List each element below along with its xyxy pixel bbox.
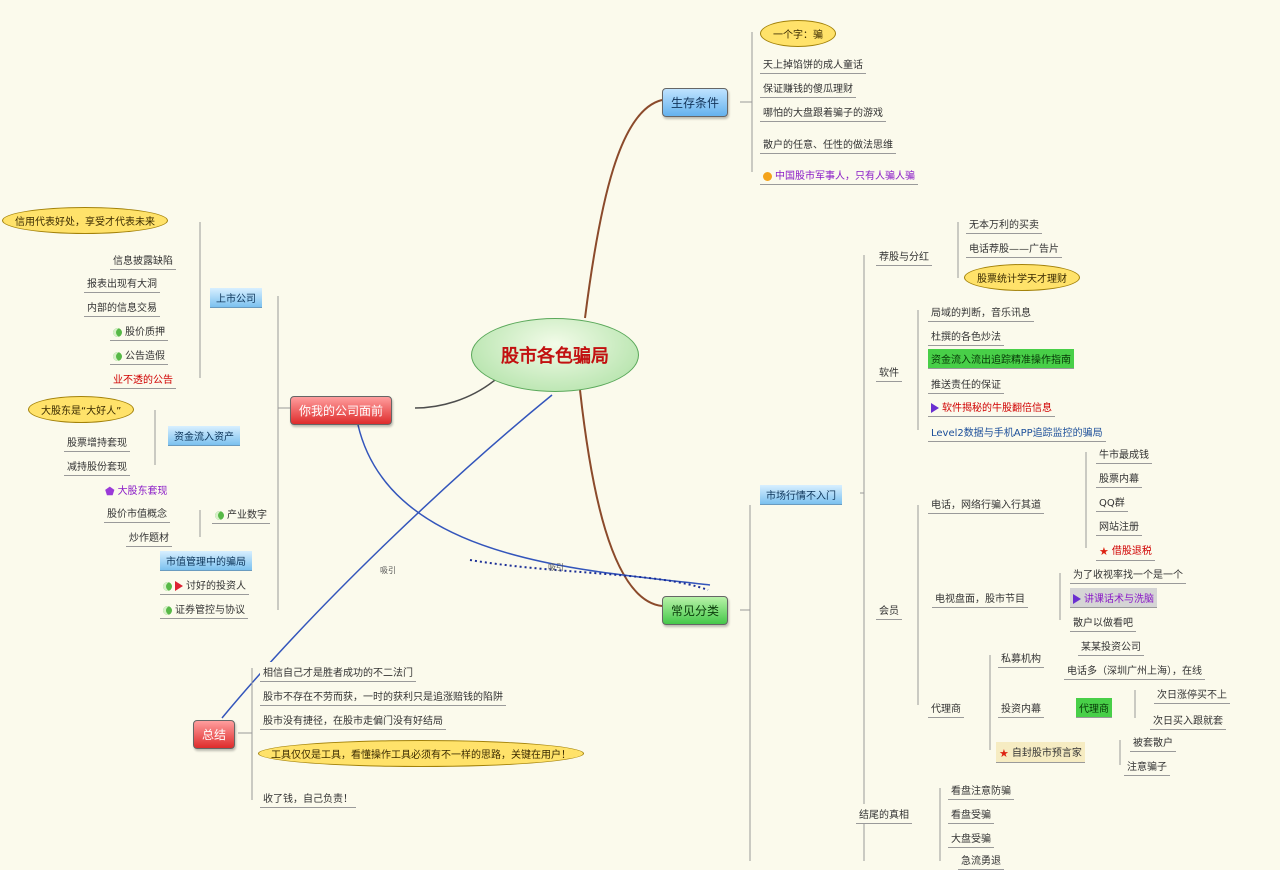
survival-item-label: 中国股市军事人，只有人骗人骗 <box>775 171 915 182</box>
listed-item-label: 证券管控与协议 <box>175 605 245 616</box>
group-label[interactable]: 荐股与分红 <box>876 246 932 266</box>
moon-icon <box>113 327 122 337</box>
group-label[interactable]: 电话，网络行骗入行其道 <box>928 494 1044 514</box>
moon-icon <box>113 351 122 361</box>
group-item[interactable]: 网站注册 <box>1096 516 1142 536</box>
group-item-highlight[interactable]: 代理商 <box>1076 698 1112 718</box>
survival-item[interactable]: 保证赚钱的傻瓜理财 <box>760 78 856 98</box>
moon-icon <box>215 510 224 520</box>
star-icon: ★ <box>1099 544 1109 558</box>
flag-icon <box>931 403 939 413</box>
survival-item-highlight[interactable]: 中国股市军事人，只有人骗人骗 <box>760 165 918 185</box>
listed-item-icon[interactable]: ⬟大股东套现 <box>102 480 171 500</box>
listed-item[interactable]: 股价市值概念 <box>104 503 170 523</box>
group-item[interactable]: 次日买入跟就套 <box>1150 710 1226 730</box>
listed-subtopic-icon[interactable]: 产业数字 <box>212 504 270 524</box>
group-item-flagged[interactable]: 讲课话术与洗脑 <box>1070 588 1157 608</box>
listed-item[interactable]: 减持股份套现 <box>64 456 130 476</box>
branch-common-classification[interactable]: 常见分类 <box>662 596 729 625</box>
listed-item[interactable]: 炒作题材 <box>126 527 172 547</box>
group-item[interactable]: 电话荐股——广告片 <box>966 238 1062 258</box>
connector-label: 吸引 <box>380 566 396 575</box>
listed-subtopic[interactable]: 资金流入资产 <box>168 426 240 446</box>
listed-subtopic[interactable]: 上市公司 <box>210 288 262 308</box>
listed-item[interactable]: 信息披露缺陷 <box>110 250 176 270</box>
group-item[interactable]: 无本万利的买卖 <box>966 214 1042 234</box>
listed-item-label: 讨好的投资人 <box>186 581 246 592</box>
group-item-label: 软件揭秘的牛股翻倍信息 <box>942 403 1052 414</box>
group-label[interactable]: 软件 <box>876 362 902 382</box>
flag-icon <box>175 581 183 591</box>
group-item[interactable]: QQ群 <box>1096 492 1128 512</box>
group-item[interactable]: 电话多（深圳广州上海），在线 <box>1064 660 1205 680</box>
moon-icon <box>163 605 172 615</box>
group-item-starred[interactable]: ★自封股市预言家 <box>996 742 1085 763</box>
branch-listed-company[interactable]: 你我的公司面前 <box>290 396 393 425</box>
group-sub[interactable]: 电视盘面，股市节目 <box>932 588 1028 608</box>
listed-item-icon[interactable]: 公告造假 <box>110 345 168 365</box>
connector-label: 吸引 <box>548 563 564 572</box>
listed-oval[interactable]: 信用代表好处，享受才代表未来 <box>2 207 168 234</box>
group-oval[interactable]: 股票统计学天才理财 <box>964 264 1080 291</box>
group-item[interactable]: 局域的判断，音乐讯息 <box>928 302 1034 322</box>
listed-item-icon[interactable]: 股价质押 <box>110 321 168 341</box>
listed-item-label: 股价质押 <box>125 327 165 338</box>
group-label[interactable]: 结尾的真相 <box>856 804 912 824</box>
group-item-label: 讲课话术与洗脑 <box>1084 594 1154 605</box>
listed-item-icon[interactable]: 证券管控与协议 <box>160 599 248 619</box>
group-item[interactable]: 杜撰的各色炒法 <box>928 326 1004 346</box>
listed-item-label: 产业数字 <box>227 510 267 521</box>
group-item[interactable]: 私募机构 <box>998 648 1044 668</box>
group-item-label: 自封股市预言家 <box>1011 748 1082 759</box>
market-subtopic[interactable]: 市场行情不入门 <box>760 485 842 505</box>
summary-item[interactable]: 股市没有捷径，在股市走偏门没有好结局 <box>260 710 446 730</box>
branch-summary[interactable]: 总结 <box>193 720 236 749</box>
listed-item-label: 大股东套现 <box>117 486 168 497</box>
survival-item[interactable]: 哪怕的大盘跟着骗子的游戏 <box>760 102 886 122</box>
group-item[interactable]: 急流勇退 <box>958 850 1004 870</box>
listed-item[interactable]: 股票增持套现 <box>64 432 130 452</box>
group-item-highlight[interactable]: 资金流入流出追踪精准操作指南 <box>928 349 1074 369</box>
group-item[interactable]: Level2数据与手机APP追踪监控的骗局 <box>928 422 1106 442</box>
moon-icon <box>163 581 172 591</box>
group-item[interactable]: 看盘受骗 <box>948 804 994 824</box>
listed-subtopic[interactable]: 市值管理中的骗局 <box>160 551 252 571</box>
smile-icon <box>763 171 772 181</box>
group-item[interactable]: 某某投资公司 <box>1078 636 1144 656</box>
group-item[interactable]: 看盘注意防骗 <box>948 780 1014 800</box>
group-sub[interactable]: 投资内幕 <box>998 698 1044 718</box>
group-item[interactable]: 次日涨停买不上 <box>1154 684 1230 704</box>
survival-item[interactable]: 天上掉馅饼的成人童话 <box>760 54 866 74</box>
listed-item-icon[interactable]: 讨好的投资人 <box>160 575 249 595</box>
group-label[interactable]: 代理商 <box>928 698 964 718</box>
listed-item[interactable]: 报表出现有大洞 <box>84 273 160 293</box>
listed-oval[interactable]: 大股东是“大好人” <box>28 396 135 423</box>
summary-item[interactable]: 股市不存在不劳而获，一时的获利只是追涨赔钱的陷阱 <box>260 686 506 706</box>
central-topic[interactable]: 股市各色骗局 <box>471 318 639 392</box>
group-item[interactable]: 牛市最成钱 <box>1096 444 1152 464</box>
summary-oval[interactable]: 工具仅仅是工具，看懂操作工具必须有不一样的思路，关键在用户！ <box>258 740 584 767</box>
summary-item[interactable]: 收了钱，自己负责！ <box>260 788 356 808</box>
group-item[interactable]: 大盘受骗 <box>948 828 994 848</box>
branch-survival-conditions[interactable]: 生存条件 <box>662 88 729 117</box>
group-label[interactable]: 会员 <box>876 600 902 620</box>
listed-item[interactable]: 业不透的公告 <box>110 369 176 389</box>
pentagon-icon: ⬟ <box>105 484 115 498</box>
survival-item[interactable]: 散户的任意、任性的做法思维 <box>760 134 896 154</box>
group-item[interactable]: 散户以做看吧 <box>1070 612 1136 632</box>
group-item-label: 借股退税 <box>1111 546 1152 557</box>
summary-item[interactable]: 相信自己才是胜者成功的不二法门 <box>260 662 416 682</box>
star-icon: ★ <box>999 746 1009 760</box>
group-item[interactable]: 为了收视率找一个是一个 <box>1070 564 1186 584</box>
group-item-flagged[interactable]: 软件揭秘的牛股翻倍信息 <box>928 397 1055 417</box>
group-item[interactable]: 推送责任的保证 <box>928 374 1004 394</box>
listed-item[interactable]: 内部的信息交易 <box>84 297 160 317</box>
group-item[interactable]: 注意骗子 <box>1124 756 1170 776</box>
group-item-starred[interactable]: ★借股退税 <box>1096 540 1155 561</box>
group-item[interactable]: 被套散户 <box>1130 732 1176 752</box>
flag-icon <box>1073 594 1081 604</box>
group-item[interactable]: 股票内幕 <box>1096 468 1142 488</box>
listed-item-label: 公告造假 <box>125 351 165 362</box>
survival-oval[interactable]: 一个字：骗 <box>760 20 836 47</box>
